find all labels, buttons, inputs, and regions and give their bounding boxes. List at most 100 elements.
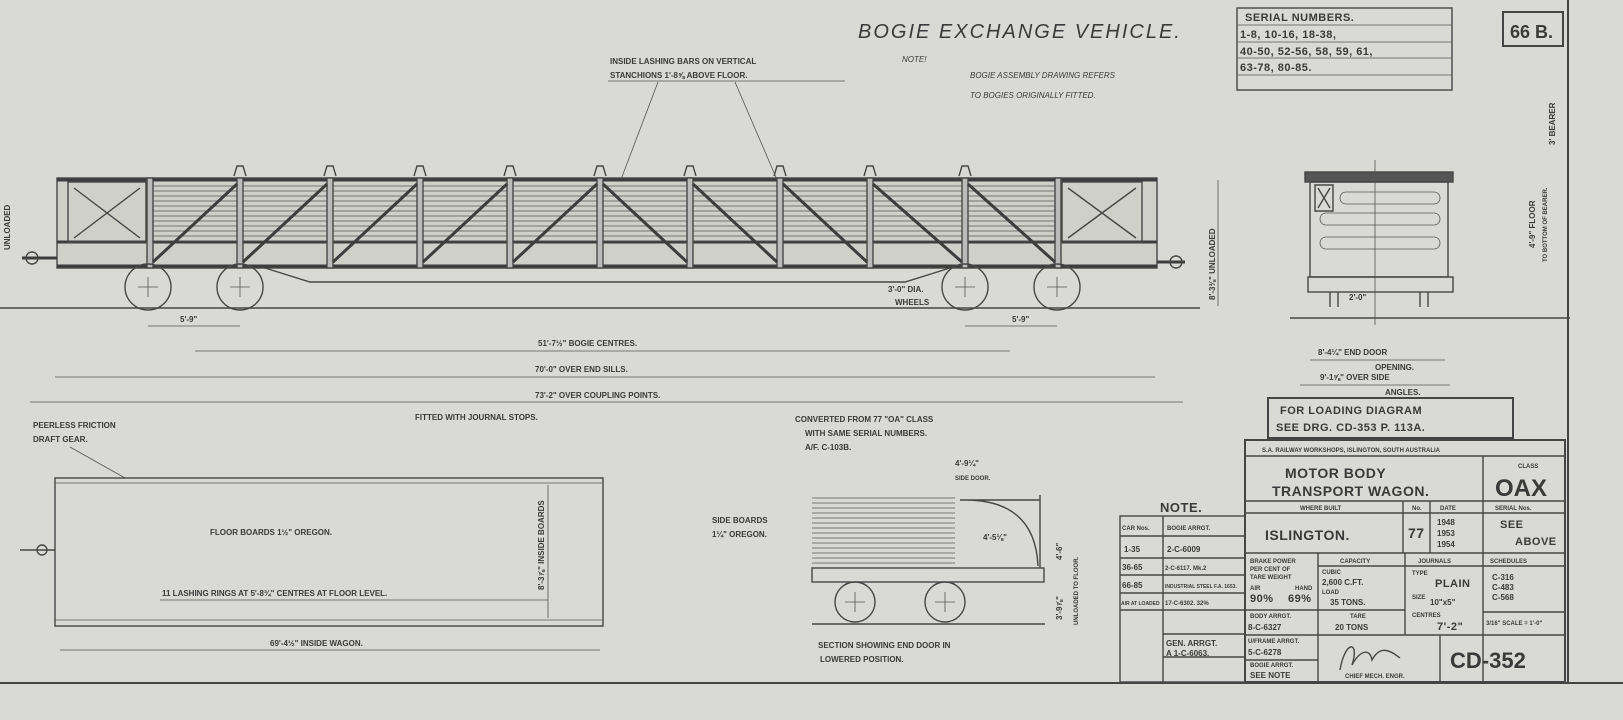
uframe-label: U/FRAME ARRGT. [1248, 639, 1299, 645]
type-label: TYPE [1412, 571, 1428, 577]
where-built: ISLINGTON. [1265, 527, 1350, 543]
floor-height-dim-2: TO BOTTOM OF BEARER. [1543, 187, 1549, 262]
bogie-arrgt: 17-C-6302. 32% [1165, 601, 1209, 607]
diagonal-brace [781, 182, 869, 264]
tare-label: TARE [1350, 614, 1366, 620]
side-boards-note: SIDE BOARDS [712, 516, 768, 525]
converted-note: CONVERTED FROM 77 "OA" CLASS [795, 415, 934, 424]
car-range: 66-85 [1122, 581, 1143, 590]
stanchion [146, 177, 154, 269]
inside-wagon-dim: 69'-4½" INSIDE WAGON. [270, 639, 363, 648]
serial-nos: SEE [1500, 519, 1524, 531]
stanchion-cap [503, 165, 517, 177]
serial-numbers-table: SERIAL NUMBERS. 1-8, 10-16, 18-38, 40-50… [1236, 7, 1453, 91]
lashing-rings-note: 11 LASHING RINGS AT 5'-8¾" CENTRES AT FL… [162, 589, 387, 598]
journals-label: JOURNALS [1418, 559, 1451, 565]
wheel-note: WHEELS [895, 298, 930, 307]
wheelbase-dim-right: 5'-9" [1012, 315, 1029, 324]
loading-diagram-note: SEE DRG. CD-353 P. 113A. [1276, 422, 1425, 434]
stanchion-cap [683, 165, 697, 177]
journal-stops-note: FITTED WITH JOURNAL STOPS. [415, 413, 538, 422]
body-arrgt: 8-C-6327 [1248, 623, 1282, 632]
stanchion [506, 177, 514, 269]
where-built-label: WHERE BUILT [1300, 506, 1342, 512]
bearer-dim: 3' BEARER [1548, 102, 1557, 145]
loading-diagram-box [1267, 397, 1514, 439]
date: 1953 [1437, 529, 1455, 538]
cubic: 2,600 C.FT. [1322, 578, 1363, 587]
height-dim: 4'-6" [1055, 543, 1064, 560]
load: 35 TONS. [1330, 598, 1365, 607]
air-label: AIR [1250, 586, 1261, 592]
lashing-note: STANCHIONS 1'-8⅝ ABOVE FLOOR. [610, 71, 747, 80]
stanchion-cap [233, 165, 247, 177]
hand-label: HAND [1295, 586, 1313, 592]
end-door-dim: 8'-4¼" END DOOR [1318, 348, 1387, 357]
stanchion-cap [413, 165, 427, 177]
end-door-section: CONVERTED FROM 77 "OA" CLASS WITH SAME S… [712, 415, 1080, 664]
serial-row: 63-78, 80-85. [1240, 62, 1312, 74]
signature [1339, 646, 1401, 671]
stanchion-cap [863, 165, 877, 177]
stanchion [596, 177, 604, 269]
side-door-label: SIDE DOOR. [955, 476, 991, 482]
serial-nos-label: SERIAL Nos. [1495, 506, 1532, 512]
diagonal-brace [872, 182, 963, 264]
schedules-label: SCHEDULES [1490, 559, 1527, 565]
hand-brake: 69% [1288, 593, 1312, 605]
note-table-title: NOTE. [1160, 500, 1202, 515]
serial-header: SERIAL NUMBERS. [1245, 12, 1354, 24]
inside-boards-dim: 8'-3⅞" INSIDE BOARDS [537, 500, 546, 590]
tare: 20 TONS [1335, 623, 1369, 632]
brake-label: TARE WEIGHT [1250, 575, 1292, 581]
note-line-2: TO BOGIES ORIGINALLY FITTED. [970, 91, 1096, 100]
wheelbase-dim-left: 5'-9" [180, 315, 197, 324]
left-height-dim: UNLOADED [3, 204, 12, 250]
plan-view: PEERLESS FRICTION DRAFT GEAR. FLOOR BOAR… [20, 421, 604, 651]
bogie-centres-dim: 51'-7½" BOGIE CENTRES. [538, 339, 637, 348]
stanchion [1054, 177, 1062, 269]
journal-centres: 7'-2" [1437, 621, 1463, 633]
serial-row: 40-50, 52-56, 58, 59, 61, [1240, 46, 1373, 58]
schedule: C-316 [1492, 573, 1514, 582]
date: 1948 [1437, 518, 1455, 527]
wheel-note: 3'-0" DIA. [888, 285, 923, 294]
gauge-dim: 2'-0" [1349, 293, 1366, 302]
journal-type: PLAIN [1435, 578, 1471, 590]
side-door-dim: 4'-9¼" [955, 459, 979, 468]
note-line-1: BOGIE ASSEMBLY DRAWING REFERS [970, 71, 1116, 80]
bogie-arrgt: SEE NOTE [1250, 671, 1291, 680]
stanchion-cap [773, 165, 787, 177]
signature-title: CHIEF MECH. ENGR. [1345, 674, 1405, 680]
date-label: DATE [1440, 506, 1456, 512]
cubic-label: CUBIC [1322, 570, 1342, 576]
converted-note: A/F. C-103B. [805, 443, 851, 452]
load-label: LOAD [1322, 590, 1340, 596]
stanchion [416, 177, 424, 269]
car-range: 1-35 [1124, 545, 1141, 554]
journal-size: 10"x5" [1430, 598, 1456, 607]
diagonal-brace [601, 182, 689, 264]
diagonal-brace [691, 182, 779, 264]
wagon-count: 77 [1408, 525, 1425, 541]
gen-arrgt-label: GEN. ARRGT. [1166, 639, 1217, 648]
section-caption: SECTION SHOWING END DOOR IN [818, 641, 951, 650]
stanchion [961, 177, 969, 269]
bogie-arrgt: INDUSTRIAL STEEL F.A. 1653. [1165, 584, 1237, 590]
bogie-wheels [124, 263, 1081, 311]
diagonal-brace [151, 182, 239, 264]
diagonal-brace [241, 182, 329, 264]
height-dim: 8'-3⅜" UNLOADED [1208, 228, 1217, 300]
draft-gear-note: PEERLESS FRICTION [33, 421, 116, 430]
side-angles-dim-2: ANGLES. [1385, 388, 1421, 397]
coupling-points-dim: 73'-2" OVER COUPLING POINTS. [535, 391, 660, 400]
section-caption: LOWERED POSITION. [820, 655, 904, 664]
side-boards-note: 1¼" OREGON. [712, 530, 767, 539]
uframe-arrgt: 5-C-6278 [1248, 648, 1282, 657]
diagonal-brace [331, 182, 419, 264]
draft-gear-note: DRAFT GEAR. [33, 435, 88, 444]
side-elevation: INSIDE LASHING BARS ON VERTICAL STANCHIO… [0, 57, 1219, 422]
bogie-arrgt-label: BOGIE ARRGT. [1250, 663, 1293, 669]
bogie-arrgt: 2-C-6117. Mk.2 [1165, 566, 1207, 572]
floor-boards-note: FLOOR BOARDS 1½" OREGON. [210, 528, 332, 537]
